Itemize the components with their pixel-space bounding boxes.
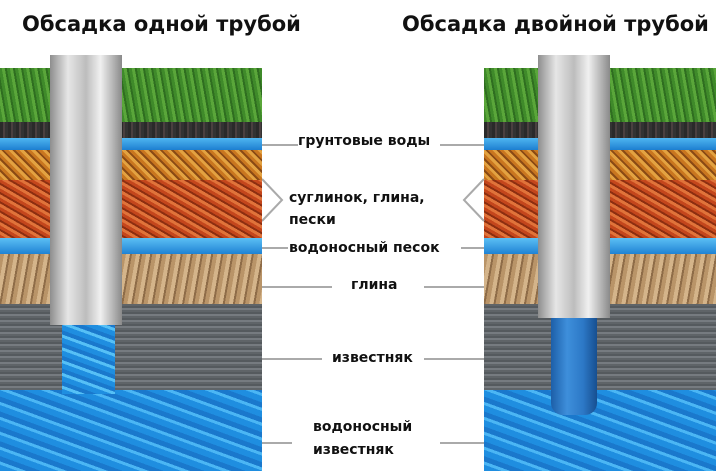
- connector-line: [424, 286, 484, 288]
- title-double-casing: Обсадка двойной трубой: [402, 12, 709, 36]
- aquifer-limestone-layer: [0, 390, 262, 471]
- bracket-left: [262, 178, 284, 222]
- aquifer-sand-layer: [0, 238, 262, 254]
- soil-column-right: [484, 0, 716, 471]
- grass-layer: [0, 68, 262, 122]
- connector-line: [262, 247, 288, 249]
- aquifer-limestone-layer: [484, 390, 716, 471]
- label-groundwater: грунтовые воды: [298, 131, 431, 152]
- outer-casing-pipe: [538, 55, 610, 318]
- soil-column-left: [0, 0, 262, 471]
- groundwater-layer: [0, 138, 262, 150]
- limestone-layer: [0, 304, 262, 390]
- limestone-layer: [484, 304, 716, 390]
- connector-line: [262, 442, 292, 444]
- label-clay: глина: [351, 275, 398, 296]
- label-aquifer-limestone-2: известняк: [313, 442, 394, 458]
- connector-line: [440, 442, 484, 444]
- connector-line: [461, 247, 484, 249]
- casing-pipe: [50, 55, 122, 325]
- connector-line: [262, 286, 332, 288]
- open-borehole: [62, 322, 115, 394]
- label-limestone: известняк: [332, 348, 413, 369]
- topsoil-layer: [0, 122, 262, 138]
- label-aquifer-limestone-1: водоносный: [313, 419, 413, 435]
- label-loam-1: суглинок, глина,: [289, 190, 425, 206]
- connector-line: [424, 358, 484, 360]
- clay-sand-layer: [0, 180, 262, 238]
- connector-line: [262, 144, 298, 146]
- label-aquifer-sand: водоносный песок: [289, 238, 440, 259]
- clay-layer: [0, 254, 262, 304]
- connector-line: [440, 144, 484, 146]
- title-single-casing: Обсадка одной трубой: [22, 12, 301, 36]
- bracket-right: [462, 178, 485, 222]
- loam-layer: [0, 150, 262, 180]
- inner-casing-pipe: [551, 300, 597, 415]
- label-loam-2: пески: [289, 212, 336, 228]
- connector-line: [262, 358, 322, 360]
